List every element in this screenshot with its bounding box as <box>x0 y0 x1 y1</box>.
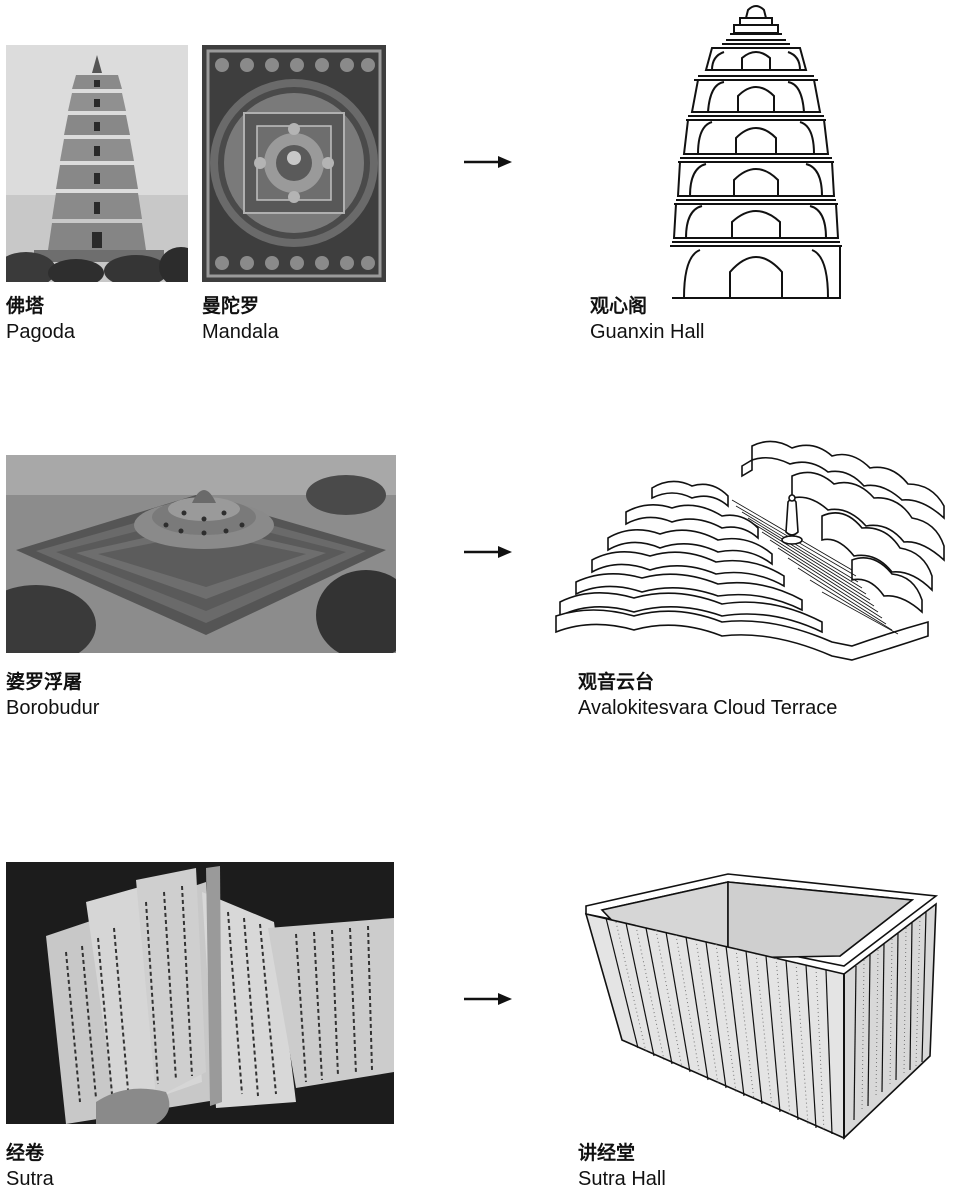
mandala-painting <box>202 45 386 282</box>
guanxin-hall-drawing <box>668 4 844 300</box>
caption-zh: 讲经堂 <box>578 1142 636 1164</box>
caption-en: Borobudur <box>6 697 100 719</box>
caption-zh: 曼陀罗 <box>202 295 260 317</box>
caption-zh: 佛塔 <box>6 295 45 317</box>
caption-zh: 观心阁 <box>590 295 648 317</box>
caption-en: Mandala <box>202 321 279 343</box>
caption-sutra-hall: 讲经堂 Sutra Hall <box>578 1142 666 1190</box>
caption-zh: 观音云台 <box>578 671 655 693</box>
pagoda-photo <box>6 45 188 282</box>
sutra-hall-drawing <box>582 870 940 1140</box>
borobudur-aerial-photo <box>6 455 396 653</box>
caption-cloud-terrace: 观音云台 Avalokitesvara Cloud Terrace <box>578 671 838 719</box>
arrow-right-icon <box>462 155 512 169</box>
caption-zh: 婆罗浮屠 <box>6 671 83 693</box>
caption-mandala: 曼陀罗 Mandala <box>202 295 279 343</box>
caption-en: Sutra Hall <box>578 1168 666 1190</box>
arrow-right-icon <box>462 992 512 1006</box>
caption-en: Avalokitesvara Cloud Terrace <box>578 697 838 719</box>
sutra-book-photo <box>6 862 394 1124</box>
caption-en: Guanxin Hall <box>590 321 705 343</box>
arrow-right-icon <box>462 545 512 559</box>
caption-en: Sutra <box>6 1168 54 1190</box>
caption-borobudur: 婆罗浮屠 Borobudur <box>6 671 100 719</box>
caption-guanxin-hall: 观心阁 Guanxin Hall <box>590 295 705 343</box>
caption-zh: 经卷 <box>6 1142 45 1164</box>
caption-en: Pagoda <box>6 321 75 343</box>
caption-sutra: 经卷 Sutra <box>6 1142 54 1190</box>
caption-pagoda: 佛塔 Pagoda <box>6 295 75 343</box>
cloud-terrace-drawing <box>552 436 952 666</box>
